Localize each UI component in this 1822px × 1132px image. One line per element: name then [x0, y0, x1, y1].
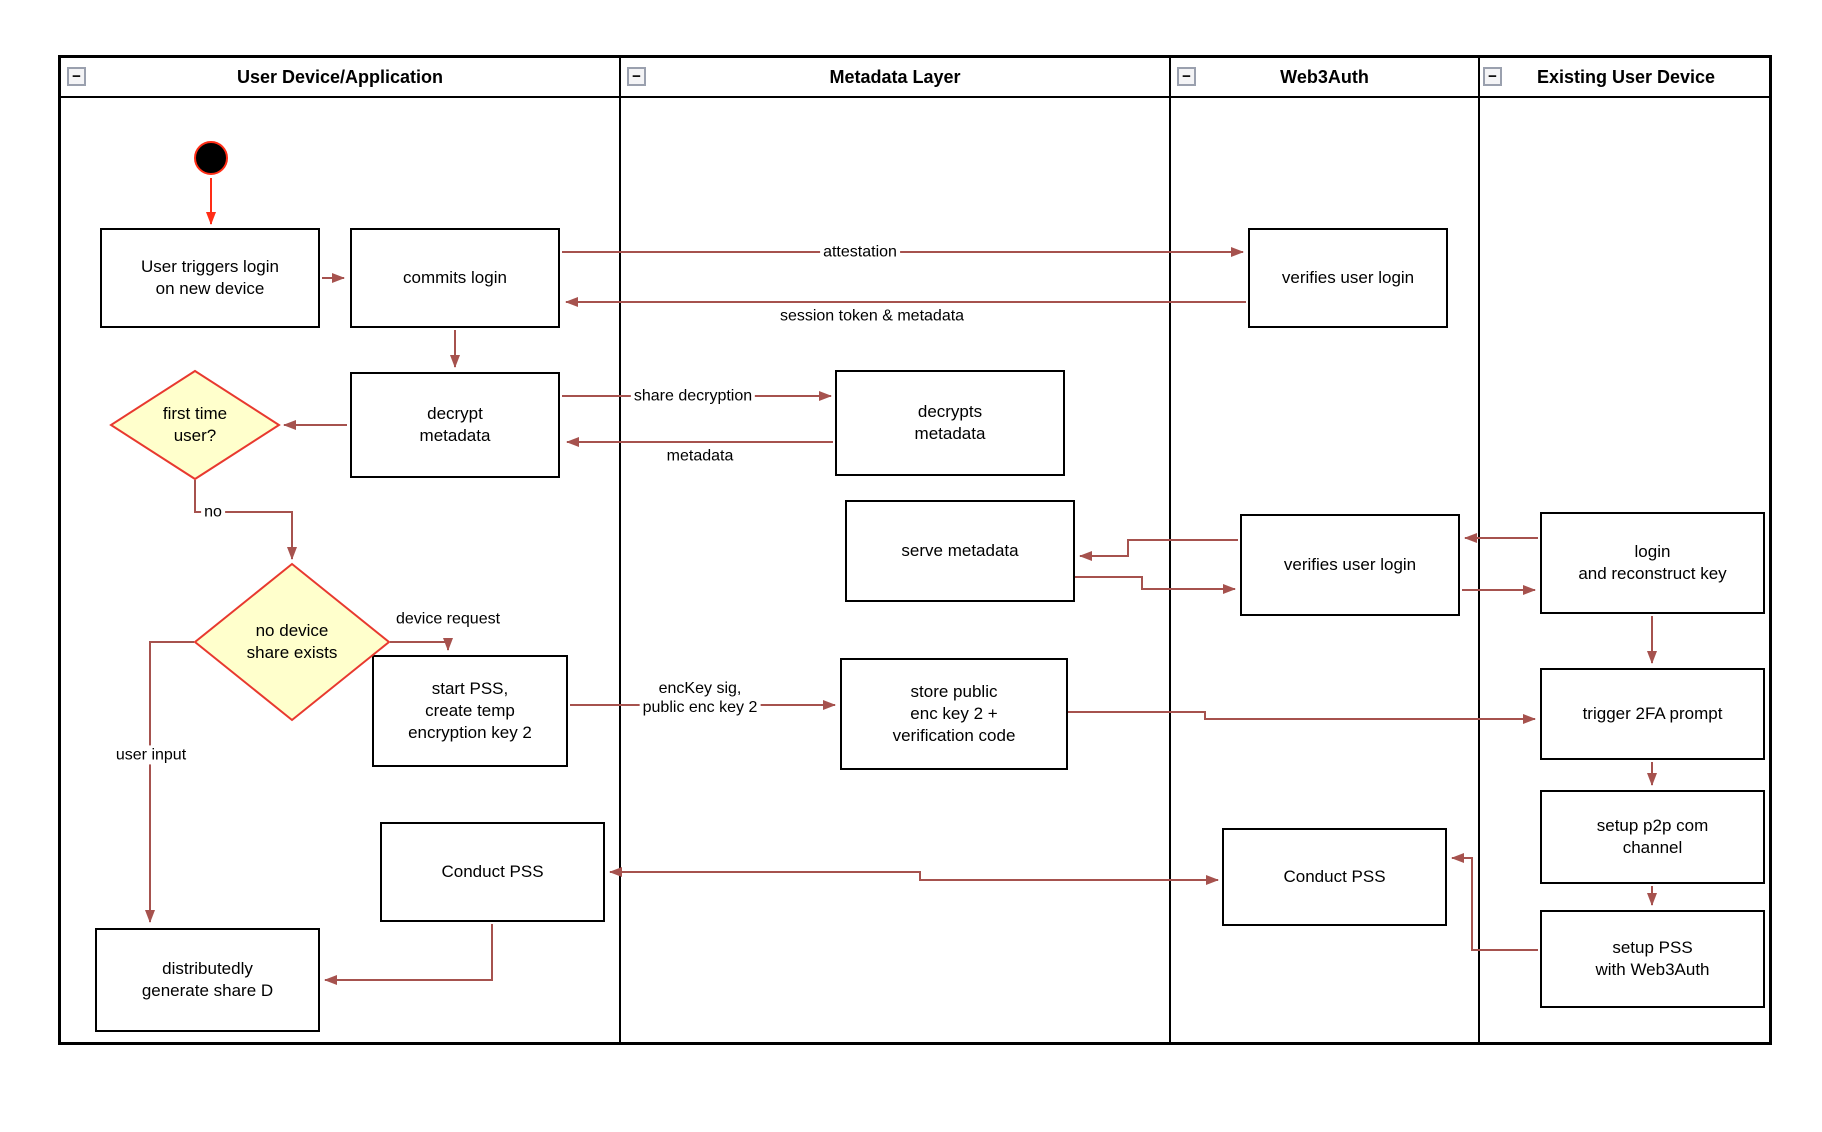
lane-header-user-device: − User Device/Application: [61, 58, 619, 98]
decision-label-first-time-user: first time user?: [162, 403, 228, 445]
swimlane-frame: − User Device/Application − Metadata Lay…: [58, 55, 1772, 1045]
lane-header-web3auth: − Web3Auth: [1171, 58, 1478, 98]
node-verifies-user-login-mid: verifies user login: [1240, 514, 1460, 616]
edge-label-user-input: user input: [112, 745, 190, 765]
node-store-public-enc-key: store public enc key 2 + verification co…: [840, 658, 1068, 770]
node-login-reconstruct-key: login and reconstruct key: [1540, 512, 1765, 614]
node-verifies-user-login-top: verifies user login: [1248, 228, 1448, 328]
node-trigger-2fa: trigger 2FA prompt: [1540, 668, 1765, 760]
node-conduct-pss-web3auth: Conduct PSS: [1222, 828, 1447, 926]
edge-label-metadata: metadata: [663, 446, 737, 466]
node-user-triggers-login: User triggers login on new device: [100, 228, 320, 328]
lane-title-existing-device: Existing User Device: [1536, 66, 1716, 87]
collapse-lane-icon[interactable]: −: [627, 67, 646, 86]
lane-title-metadata-layer: Metadata Layer: [829, 66, 961, 87]
swimlane-existing-device: − Existing User Device: [1480, 58, 1772, 1042]
lane-title-user-device: User Device/Application: [236, 66, 444, 87]
collapse-lane-icon[interactable]: −: [1177, 67, 1196, 86]
swimlane-web3auth: − Web3Auth: [1171, 58, 1480, 1042]
node-decrypt-metadata: decrypt metadata: [350, 372, 560, 478]
edge-label-no: no: [201, 502, 225, 522]
edge-label-enckey-sig: encKey sig, public enc key 2: [639, 678, 761, 718]
lane-header-metadata-layer: − Metadata Layer: [621, 58, 1169, 98]
edge-label-attestation: attestation: [820, 242, 900, 262]
lane-title-web3auth: Web3Auth: [1280, 66, 1369, 87]
start-node: [194, 141, 228, 175]
edge-label-session-token: session token & metadata: [776, 306, 968, 326]
node-serve-metadata: serve metadata: [845, 500, 1075, 602]
node-setup-p2p-channel: setup p2p com channel: [1540, 790, 1765, 884]
lane-header-existing-device: − Existing User Device: [1480, 58, 1772, 98]
collapse-lane-icon[interactable]: −: [67, 67, 86, 86]
node-conduct-pss-user: Conduct PSS: [380, 822, 605, 922]
node-start-pss: start PSS, create temp encryption key 2: [372, 655, 568, 767]
node-decrypts-metadata: decrypts metadata: [835, 370, 1065, 476]
swimlane-user-device: − User Device/Application: [61, 58, 621, 1042]
decision-label-no-device-share: no device share exists: [246, 620, 338, 662]
collapse-lane-icon[interactable]: −: [1483, 67, 1502, 86]
edge-label-device-request: device request: [392, 609, 504, 629]
node-commits-login: commits login: [350, 228, 560, 328]
node-setup-pss-web3auth: setup PSS with Web3Auth: [1540, 910, 1765, 1008]
node-distributed-generate-share: distributedly generate share D: [95, 928, 320, 1032]
edge-label-share-decryption: share decryption: [630, 386, 756, 406]
